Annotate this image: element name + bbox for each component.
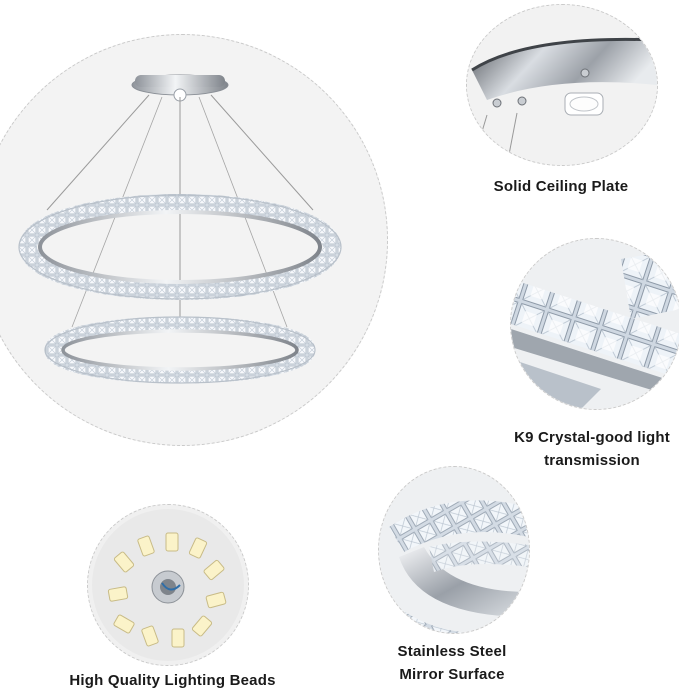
steel-circle [378,466,530,634]
caption-ceiling-plate: Solid Ceiling Plate [493,178,629,195]
caption-beads: High Quality Lighting Beads [69,672,276,689]
ceiling-plate-image [467,5,657,165]
crystal-image [511,239,679,409]
caption-crystal-line2: transmission [544,452,640,469]
main-chandelier-circle [0,34,388,446]
caption-steel-line2: Mirror Surface [399,666,505,683]
led-beads-image [88,505,248,665]
caption-steel-line1: Stainless Steel [397,643,507,660]
led-beads-circle [87,504,249,666]
caption-crystal-line1: K9 Crystal-good light [514,429,670,446]
steel-image [379,467,529,633]
chandelier-image [18,74,342,384]
ceiling-plate-circle [466,4,658,166]
crystal-circle [510,238,679,410]
